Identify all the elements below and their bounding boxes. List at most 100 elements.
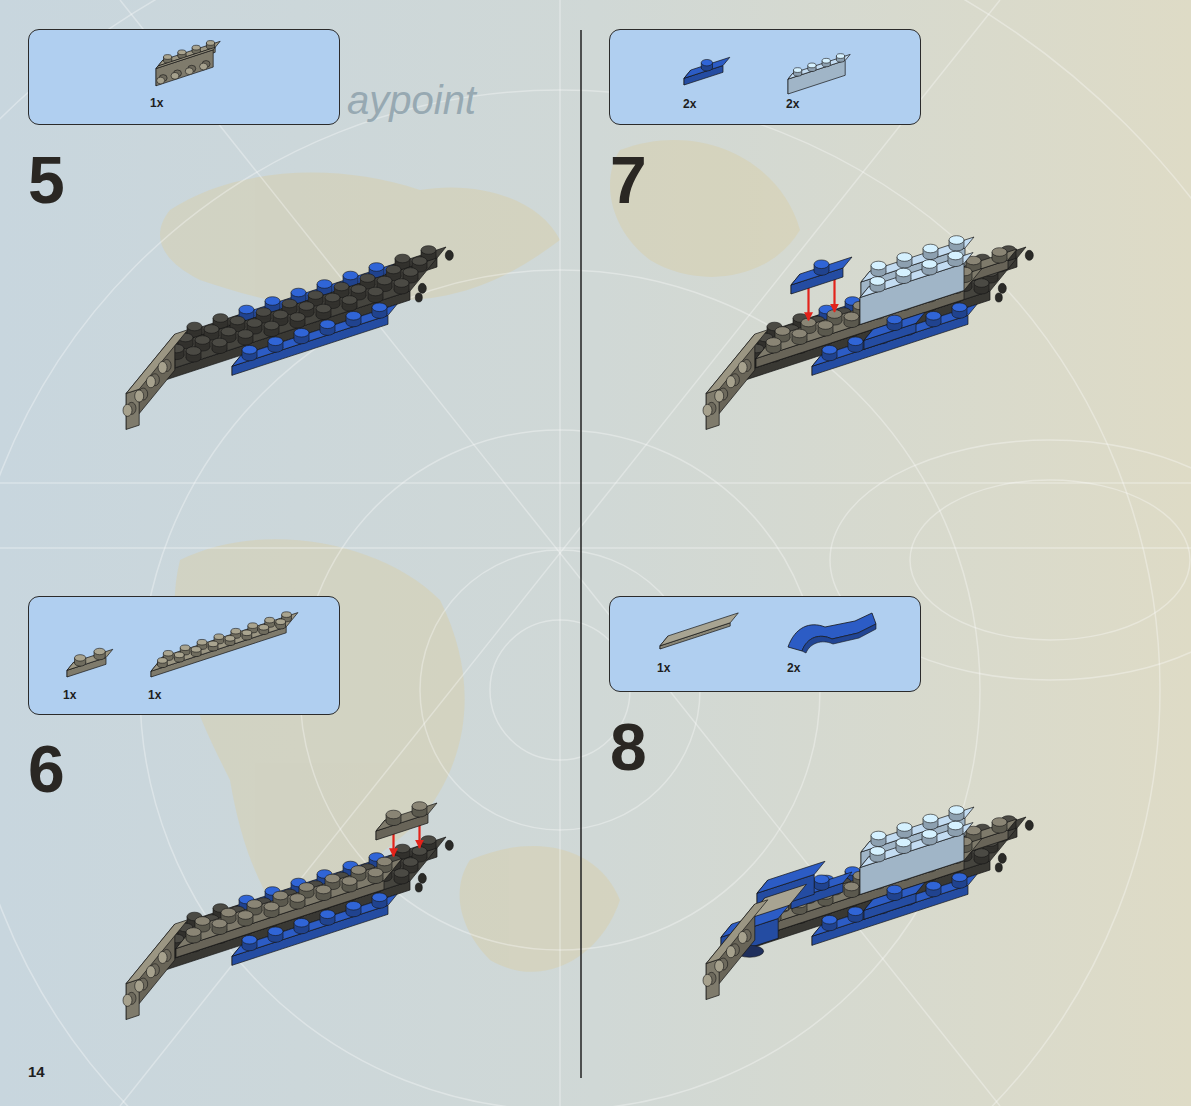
axle-peg — [415, 883, 422, 892]
stud-top — [163, 650, 173, 656]
stud-top — [395, 254, 410, 263]
brick-top — [376, 803, 437, 831]
stud-top — [178, 50, 186, 55]
stud-top — [703, 404, 712, 416]
stud-top — [320, 910, 335, 919]
stud-top — [848, 907, 863, 916]
brick-top — [788, 54, 850, 79]
stud-top — [221, 908, 236, 917]
stud-top — [273, 310, 288, 319]
stud-top — [294, 328, 309, 337]
stud-top — [818, 321, 833, 330]
stud-top — [822, 915, 837, 924]
brick-top — [706, 330, 768, 394]
stud-top — [421, 246, 436, 255]
brick-top — [684, 57, 730, 78]
stud-top — [238, 330, 253, 339]
stud-top — [948, 251, 963, 260]
stud-top — [242, 630, 252, 636]
step-model — [123, 802, 453, 1020]
stud-top — [923, 244, 938, 253]
stud-top — [974, 279, 989, 288]
stud-top — [242, 345, 257, 354]
stud-top — [290, 313, 305, 322]
stud-top — [377, 857, 392, 866]
stud-top — [191, 647, 201, 653]
brick-front — [151, 627, 286, 677]
stud-top — [992, 818, 1007, 827]
stud-top — [192, 45, 200, 50]
stud-top — [146, 966, 155, 978]
stud-top — [195, 917, 210, 926]
brick-front — [150, 291, 410, 385]
stud-top — [377, 276, 392, 285]
brick-top — [956, 819, 1017, 847]
brick-front — [232, 905, 388, 965]
placement-arrow — [833, 276, 835, 312]
stud-top — [299, 883, 314, 892]
stud-top — [342, 877, 357, 886]
axle-peg — [445, 250, 453, 260]
stud-top — [372, 893, 387, 902]
axle-peg — [998, 283, 1006, 293]
stud-top — [195, 336, 210, 345]
stud-top — [715, 390, 724, 402]
axle-peg — [1025, 820, 1033, 830]
stud-top — [212, 338, 227, 347]
stud-top — [351, 866, 366, 875]
stud-top — [75, 655, 86, 661]
stud-top — [808, 63, 816, 68]
step-number: 6 — [28, 736, 65, 802]
stud-top — [412, 847, 427, 856]
stud-top — [870, 847, 885, 856]
brick-top — [126, 330, 188, 394]
stud-top — [412, 257, 427, 266]
step-model — [703, 236, 1033, 430]
stud-top — [214, 634, 224, 640]
stud-top — [268, 927, 283, 936]
stud-top — [259, 624, 269, 630]
stud-top — [814, 875, 829, 884]
stud-top — [369, 263, 384, 272]
stud-top — [715, 960, 724, 972]
quantity-label: 1x — [63, 688, 76, 702]
stud-top — [264, 321, 279, 330]
stud-top — [871, 831, 886, 840]
stud-top — [844, 882, 859, 891]
stud-top — [848, 337, 863, 346]
stud-top — [949, 236, 964, 245]
stud-top — [94, 648, 105, 654]
stud-top — [157, 77, 165, 84]
stud-top — [395, 844, 410, 853]
stud-top — [844, 312, 859, 321]
step-number: 5 — [28, 147, 65, 213]
stud-top — [256, 308, 271, 317]
brick-top — [706, 900, 768, 964]
stud-top — [386, 265, 401, 274]
stud-top — [230, 316, 245, 325]
stud-top — [403, 858, 418, 867]
axle-peg — [995, 863, 1002, 872]
stud-top — [282, 612, 292, 618]
axle-peg — [418, 873, 426, 883]
stud-top — [421, 836, 436, 845]
brick-top — [757, 861, 825, 893]
page-number: 14 — [28, 1064, 45, 1079]
stud-top — [342, 296, 357, 305]
parts-callout: 2x2x — [609, 29, 921, 125]
stud-top — [242, 935, 257, 944]
stud-top — [164, 55, 172, 60]
part-icons — [29, 30, 341, 126]
stud-top — [200, 63, 208, 70]
brick-front — [150, 881, 410, 975]
parts-callout: 1x — [28, 29, 340, 125]
stud-top — [949, 806, 964, 815]
stud-top — [239, 305, 254, 314]
stud-top — [334, 282, 349, 291]
stud-top — [992, 248, 1007, 257]
stud-top — [186, 347, 201, 356]
stud-top — [186, 928, 201, 937]
brick-top — [956, 249, 1017, 277]
